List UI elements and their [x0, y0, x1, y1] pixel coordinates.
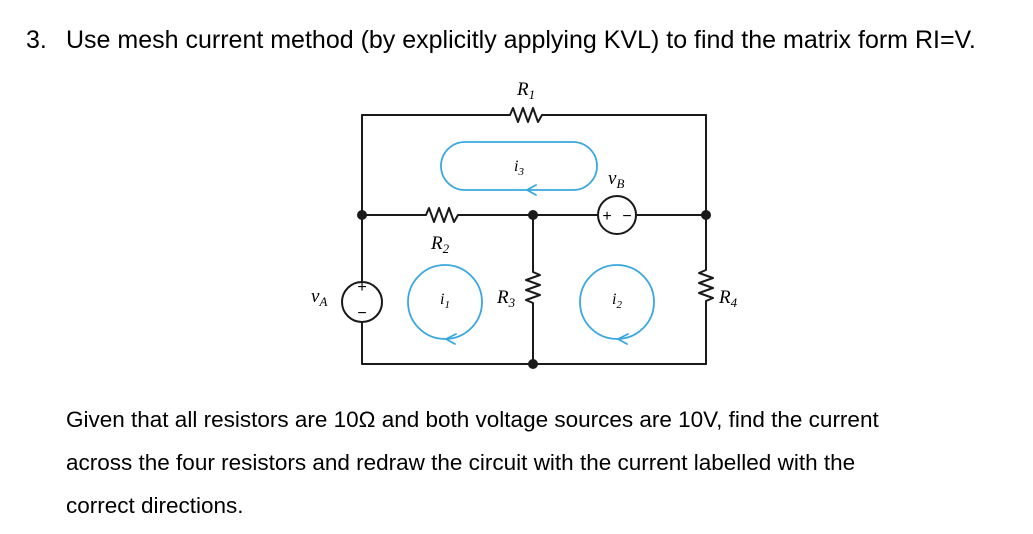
node-bottom: [528, 359, 538, 369]
mesh-arrow-i2: [616, 333, 629, 345]
va-minus-sign: −: [357, 305, 366, 322]
mesh-loop-i3: [440, 141, 598, 191]
voltage-source-va: [341, 281, 383, 323]
node-middle: [528, 210, 538, 220]
description-line-3: correct directions.: [66, 493, 244, 518]
description-line-1: Given that all resistors are 10Ω and bot…: [66, 407, 879, 432]
description-line-2: across the four resistors and redraw the…: [66, 450, 856, 475]
circuit-wires: [361, 107, 714, 365]
node-right: [701, 210, 711, 220]
wire-r3: [525, 214, 541, 365]
va-plus-sign: +: [357, 279, 366, 296]
label-r4: R4: [718, 287, 738, 310]
mesh-arrow-i3: [525, 184, 537, 196]
circuit-nodes: [357, 210, 711, 369]
node-left: [357, 210, 367, 220]
vb-minus-sign: −: [622, 208, 631, 225]
wire-right: [698, 114, 714, 365]
wire-top: [361, 107, 707, 123]
wire-middle: [361, 207, 707, 223]
question-number: 3.: [26, 26, 47, 54]
label-i3: i3: [514, 158, 524, 178]
label-i1: i1: [440, 291, 450, 311]
label-vb: vB: [608, 168, 624, 191]
label-i2: i2: [612, 291, 622, 311]
label-r2: R2: [430, 233, 450, 256]
label-r1: R1: [516, 79, 535, 102]
voltage-source-vb: [597, 195, 637, 235]
mesh-arrows: [444, 184, 629, 345]
vb-plus-sign: +: [602, 208, 611, 225]
label-va: vA: [311, 286, 327, 309]
mesh-arrow-i1: [444, 333, 457, 345]
label-r3: R3: [496, 287, 516, 310]
question-title: Use mesh current method (by explicitly a…: [66, 26, 976, 54]
circuit-diagram: + − + − R1 R2 R3 R4 vA vB i1 i2 i3: [311, 79, 738, 369]
